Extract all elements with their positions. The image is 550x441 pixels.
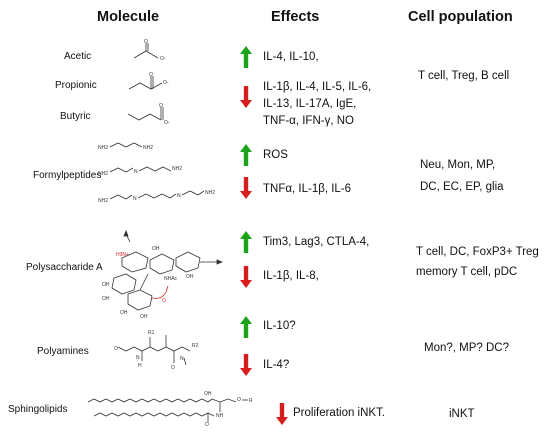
svg-text:O: O — [237, 397, 241, 403]
svg-text:H: H — [138, 363, 142, 369]
arrow-down-icon — [276, 403, 288, 425]
svg-text:NH: NH — [216, 413, 224, 419]
svg-text:N: N — [134, 169, 138, 175]
arrow-up-icon — [240, 46, 252, 68]
arrow-up-icon — [240, 231, 252, 253]
svg-text:O-: O- — [160, 56, 166, 62]
polysaccharide-a-structure: H3N+ NHAc O OH OH OH OH OH OH — [102, 229, 224, 320]
svg-text:H3N+: H3N+ — [116, 252, 129, 258]
svg-text:O: O — [162, 298, 166, 304]
svg-text:R2: R2 — [192, 343, 199, 349]
svg-text:NH2: NH2 — [98, 145, 108, 151]
svg-text:NH2: NH2 — [98, 171, 108, 177]
effect-scfa-down-line1: IL-1β, IL-4, IL-5, IL-6, — [263, 81, 372, 93]
effects-header: Effects — [271, 9, 320, 25]
arrow-down-icon — [240, 86, 252, 108]
molecule-label-acetic: Acetic — [64, 51, 92, 62]
svg-text:N: N — [180, 356, 184, 362]
cell-population-header: Cell population — [408, 9, 513, 25]
cell-formyl-line1: Neu, Mon, MP, — [420, 159, 496, 171]
svg-text:R: R — [249, 398, 253, 404]
molecule-label-polysaccharide-a: Polysaccharide A — [26, 262, 103, 273]
svg-text:NHAc: NHAc — [164, 276, 178, 282]
svg-text:OH: OH — [102, 296, 110, 302]
effect-scfa-down-line3: TNF-α, IFN-γ, NO — [263, 115, 354, 127]
propionic-structure: O O- — [128, 72, 169, 90]
cell-sphingo: iNKT — [449, 408, 475, 420]
svg-text:OH: OH — [102, 282, 110, 288]
svg-text:NH2: NH2 — [143, 145, 153, 151]
effect-polyamine-down: IL-4? — [263, 359, 290, 371]
molecule-header: Molecule — [97, 9, 160, 25]
cell-formyl-line2: DC, EC, EP, glia — [420, 181, 504, 193]
arrow-up-icon — [240, 144, 252, 166]
effect-psa-down: IL-1β, IL-8, — [263, 270, 319, 282]
svg-text:NH2: NH2 — [172, 166, 182, 172]
svg-text:NH2: NH2 — [205, 190, 215, 196]
svg-text:R1: R1 — [148, 330, 155, 336]
butyric-structure: O O- — [127, 103, 170, 126]
cell-scfa: T cell, Treg, B cell — [418, 70, 510, 82]
arrow-down-icon — [240, 177, 252, 199]
svg-text:O: O — [114, 346, 118, 352]
svg-text:O-: O- — [163, 80, 169, 86]
svg-text:N: N — [133, 196, 137, 202]
molecule-label-sphingolipids: Sphingolipids — [8, 404, 68, 415]
svg-text:N: N — [177, 193, 181, 199]
molecule-label-butyric: Butyric — [60, 111, 91, 122]
formylpeptides-structure: NH2 NH2 NH2 N NH2 NH2 N N NH2 — [98, 142, 215, 204]
arrow-up-icon — [240, 316, 252, 338]
cell-psa-line2: memory T cell, pDC — [416, 266, 518, 278]
svg-text:OH: OH — [152, 246, 160, 252]
effect-sphingo-down: Proliferation iNKT. — [293, 407, 386, 419]
molecule-label-propionic: Propionic — [55, 80, 97, 91]
effect-formyl-down: TNFα, IL-1β, IL-6 — [263, 183, 352, 195]
svg-text:O-: O- — [164, 120, 170, 126]
acetic-structure: O O- — [133, 39, 166, 62]
molecule-label-polyamines: Polyamines — [37, 346, 89, 357]
sphingolipids-structure: OH O R NH O — [87, 391, 253, 428]
svg-text:NH2: NH2 — [98, 198, 108, 204]
molecule-label-formylpeptides: Formylpeptides — [33, 170, 102, 181]
svg-text:N: N — [136, 355, 140, 361]
svg-text:OH: OH — [204, 391, 212, 397]
effect-formyl-up: ROS — [263, 149, 288, 161]
svg-text:O: O — [171, 365, 175, 371]
effect-scfa-down-line2: IL-13, IL-17A, IgE, — [263, 98, 357, 110]
polyamines-structure: O H N R1 O N R2 — [114, 330, 199, 371]
arrow-down-icon — [240, 266, 252, 288]
effect-psa-up: Tim3, Lag3, CTLA-4, — [263, 236, 370, 248]
svg-text:OH: OH — [120, 310, 128, 316]
svg-text:OH: OH — [140, 314, 148, 320]
effect-scfa-up: IL-4, IL-10, — [263, 51, 319, 63]
cell-polyamine: Mon?, MP? DC? — [424, 342, 510, 354]
arrow-down-icon — [240, 354, 252, 376]
svg-text:O: O — [144, 39, 148, 45]
svg-text:O: O — [205, 422, 209, 428]
svg-text:O: O — [149, 72, 153, 78]
svg-text:OH: OH — [186, 274, 194, 280]
cell-psa-line1: T cell, DC, FoxP3+ Treg — [416, 246, 539, 258]
svg-text:O: O — [159, 103, 163, 109]
effect-polyamine-up: IL-10? — [263, 320, 296, 332]
